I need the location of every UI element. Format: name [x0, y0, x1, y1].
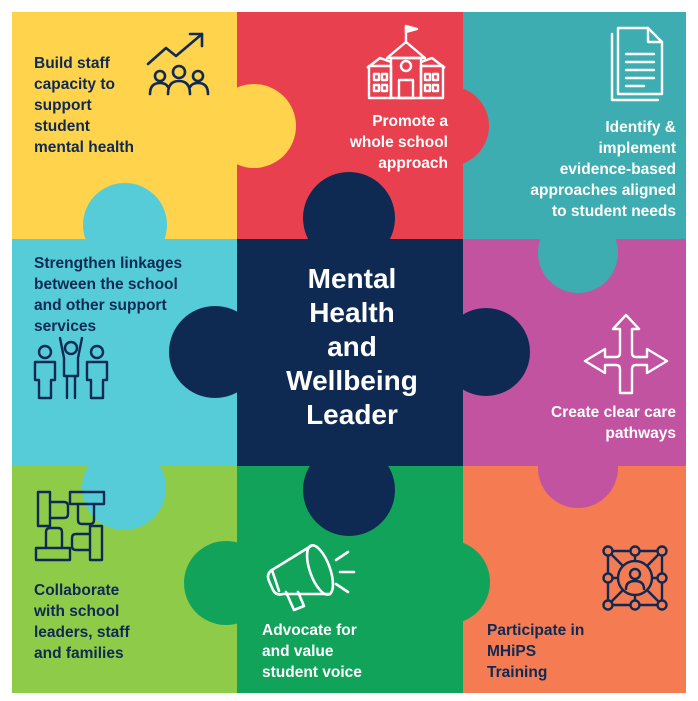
label-line: implement [598, 140, 676, 157]
label-line: with school [34, 603, 120, 620]
center-title-line: Wellbeing [286, 365, 418, 396]
label-line: Strengthen linkages [34, 255, 183, 272]
label-line: Create clear care [551, 404, 676, 421]
center-tab-top [303, 172, 395, 264]
label-line: approaches aligned [530, 182, 676, 199]
label-line: services [34, 318, 97, 335]
label-line: support [34, 97, 92, 114]
label-collaborate: Collaborate with school leaders, staff a… [34, 580, 130, 664]
label-line: Advocate for [262, 622, 357, 639]
label-linkages: Strengthen linkages between the school a… [34, 253, 182, 337]
label-line: student voice [262, 664, 362, 681]
center-title-line: Mental [307, 263, 397, 294]
label-line: Identify & [605, 119, 676, 136]
label-care-pathways: Create clear care pathways [500, 402, 676, 444]
group-people-icon [33, 336, 109, 400]
center-title: Mental Health and Wellbeing Leader [262, 262, 442, 432]
piece-evidence [463, 12, 686, 239]
label-evidence: Identify & implement evidence-based appr… [486, 117, 676, 222]
people-growth-icon [146, 32, 210, 96]
label-line: pathways [605, 425, 676, 442]
label-line: leaders, staff [34, 624, 130, 641]
label-build-staff: Build staff capacity to support student … [34, 53, 134, 158]
label-line: whole school [349, 134, 448, 151]
label-line: to student needs [551, 203, 676, 220]
label-line: and other support [34, 297, 167, 314]
center-title-line: Health [309, 297, 395, 328]
label-line: student [34, 118, 90, 135]
label-line: Build staff [34, 55, 110, 72]
center-tab-left [169, 306, 261, 398]
center-tab-right [442, 308, 530, 396]
label-advocate: Advocate for and value student voice [262, 620, 362, 683]
label-whole-school: Promote a whole school approach [300, 111, 448, 174]
label-line: Participate in [487, 622, 585, 639]
direction-arrows-icon [583, 313, 669, 395]
label-line: Training [487, 664, 548, 681]
tab-yellow-to-red [212, 84, 296, 168]
label-line: evidence-based [559, 161, 676, 178]
label-line: between the school [34, 276, 178, 293]
label-line: Promote a [372, 113, 448, 130]
tab-yellow-to-cyan [83, 183, 167, 267]
tab-green-to-darkgreen [184, 541, 268, 625]
label-line: Collaborate [34, 582, 120, 599]
megaphone-icon [266, 544, 356, 612]
network-person-icon [602, 545, 668, 611]
label-line: and value [262, 643, 334, 660]
label-line: and families [34, 645, 124, 662]
label-line: mental health [34, 139, 134, 156]
tab-darkgreen-to-orange [406, 540, 490, 624]
label-line: capacity to [34, 76, 115, 93]
school-building-icon [366, 24, 446, 100]
center-title-line: and [327, 331, 377, 362]
center-title-line: Leader [306, 399, 398, 430]
joined-hands-icon [34, 490, 106, 562]
label-mhips: Participate in MHiPS Training [487, 620, 584, 683]
center-tab-bottom [303, 444, 395, 536]
tab-red-to-teal [409, 86, 489, 166]
document-icon [610, 26, 664, 102]
tab-cyan-to-green [82, 446, 166, 530]
label-line: approach [378, 155, 448, 172]
label-line: MHiPS [487, 643, 537, 660]
piece-center [237, 239, 463, 466]
tab-teal-to-magenta [538, 213, 618, 293]
tab-orange-to-magenta [538, 428, 618, 508]
